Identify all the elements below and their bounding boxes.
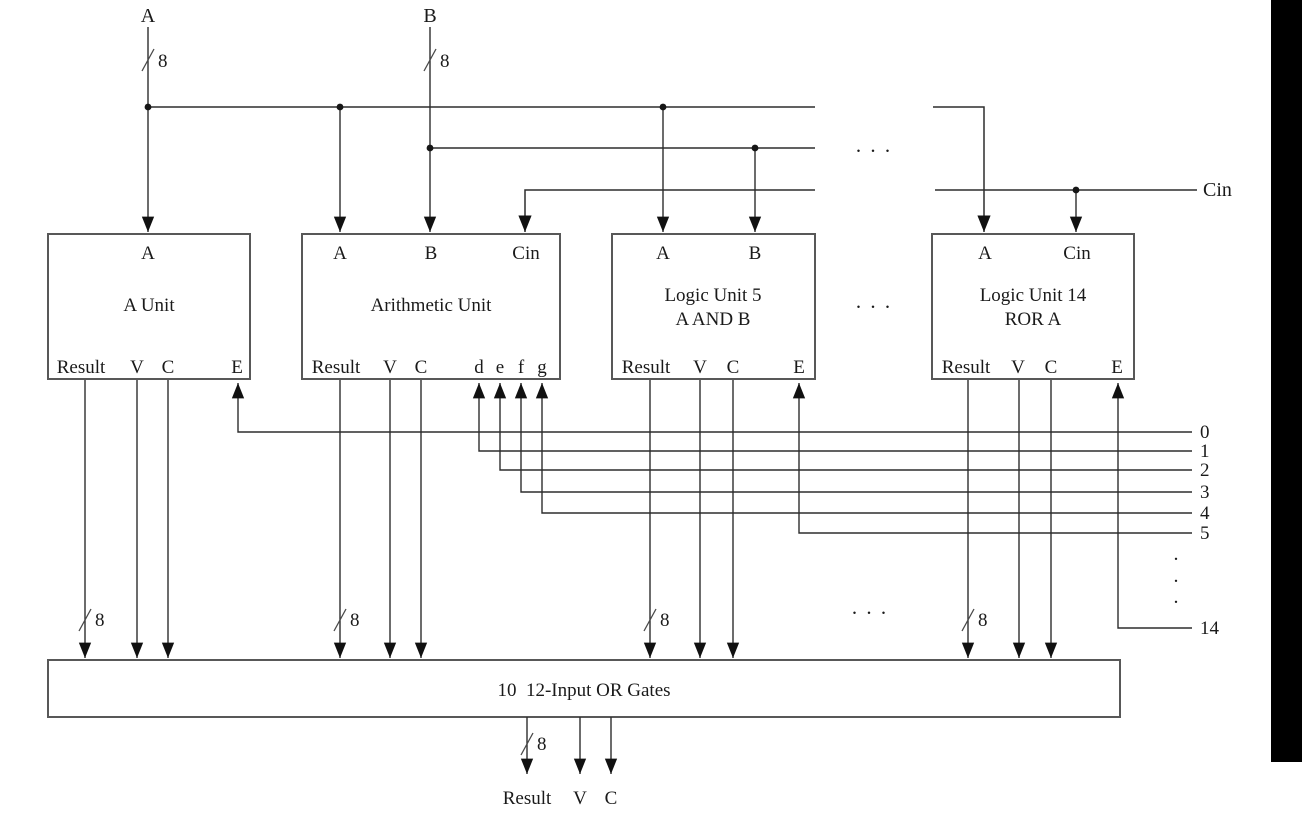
logic5-port-c: C [727, 357, 740, 378]
output-result-label: Result [503, 788, 552, 809]
enable-vdot: . [1174, 586, 1179, 608]
bus-width: 8 [978, 610, 988, 631]
arith-port-v: V [383, 357, 397, 378]
bus-width-slash [333, 608, 347, 632]
logic-unit5-box [611, 233, 816, 380]
or-gates-box [47, 659, 1121, 718]
output-c-label: C [605, 788, 618, 809]
or-gates-label: 10 12-Input OR Gates [497, 680, 670, 701]
output-v-label: V [573, 788, 587, 809]
bus-width: 8 [350, 610, 360, 631]
a-bus-wire-right [933, 106, 991, 232]
enable-wire-0 [231, 383, 1192, 433]
a-unit-title: A Unit [123, 295, 175, 316]
bus-ellipsis: . . . [856, 133, 892, 157]
logic14-port-c: C [1045, 357, 1058, 378]
a-unit-port-v: V [130, 357, 144, 378]
junction-dot [144, 103, 152, 111]
bus-width-slash-output [520, 732, 534, 756]
logic5-subtitle: A AND B [676, 309, 751, 330]
bus-width: 8 [95, 610, 105, 631]
arithmetic-unit-box [301, 233, 561, 380]
enable-label-3: 3 [1200, 482, 1210, 503]
bus-width: 8 [660, 610, 670, 631]
units-ellipsis: . . . [856, 289, 892, 313]
logic5-port-e: E [793, 357, 805, 378]
arith-port-c: C [415, 357, 428, 378]
enable-label-4: 4 [1200, 503, 1210, 524]
logic14-title: Logic Unit 14 [980, 285, 1087, 306]
right-edge-black-bar [1271, 0, 1302, 762]
bus-width-slash-a [141, 48, 155, 72]
arith-port-b: B [425, 243, 438, 264]
bus-width-a: 8 [158, 51, 168, 72]
arith-port-d: d [474, 357, 484, 378]
arith-port-f: f [518, 357, 525, 378]
input-a-label: A [141, 5, 156, 27]
logic5-port-a: A [656, 243, 670, 264]
a-unit-port-e: E [231, 357, 243, 378]
arith-port-result: Result [312, 357, 361, 378]
a-unit-port-result: Result [57, 357, 106, 378]
a-unit-box [47, 233, 251, 380]
cin-wire-left [518, 189, 815, 232]
enable-wire-2 [493, 383, 1192, 471]
logic14-port-a: A [978, 243, 992, 264]
enable-wire-3 [514, 383, 1192, 493]
logic5-title: Logic Unit 5 [664, 285, 761, 306]
bus-width-slash [643, 608, 657, 632]
junction-dot [1072, 186, 1080, 194]
bus-width-b: 8 [440, 51, 450, 72]
bus-width-slash [78, 608, 92, 632]
logic5-port-result: Result [622, 357, 671, 378]
bus-width-slash-b [423, 48, 437, 72]
junction-dot [426, 144, 434, 152]
arith-title: Arithmetic Unit [371, 295, 493, 316]
arith-port-cin: Cin [512, 243, 540, 264]
enable-label-14: 14 [1200, 618, 1220, 639]
arith-port-a: A [333, 243, 347, 264]
enable-label-2: 2 [1200, 460, 1210, 481]
enable-label-0: 0 [1200, 422, 1210, 443]
a-unit-port-c: C [162, 357, 175, 378]
enable-vdot: . [1174, 565, 1179, 587]
enable-label-5: 5 [1200, 523, 1210, 544]
arith-port-g: g [537, 357, 547, 378]
enable-wire-5 [792, 383, 1192, 534]
logic14-port-v: V [1011, 357, 1025, 378]
enable-wire-1 [472, 383, 1192, 452]
enable-wire-14 [1111, 383, 1192, 629]
input-b-label: B [423, 5, 436, 27]
a-unit-port-a: A [141, 243, 155, 264]
cin-label: Cin [1203, 179, 1232, 201]
logic-unit14-box [931, 233, 1135, 380]
bus-width-output: 8 [537, 734, 547, 755]
junction-dot [659, 103, 667, 111]
arith-port-e: e [496, 357, 504, 378]
enable-wire-4 [535, 383, 1192, 514]
logic5-port-v: V [693, 357, 707, 378]
junction-dot [336, 103, 344, 111]
enable-vdot: . [1174, 543, 1179, 565]
bus-width-slash [961, 608, 975, 632]
drops-ellipsis: . . . [852, 595, 888, 619]
logic14-subtitle: ROR A [1005, 309, 1062, 330]
logic14-port-e: E [1111, 357, 1123, 378]
junction-dot [751, 144, 759, 152]
logic14-port-cin: Cin [1063, 243, 1091, 264]
enable-label-1: 1 [1200, 441, 1210, 462]
logic5-port-b: B [749, 243, 762, 264]
logic14-port-result: Result [942, 357, 991, 378]
